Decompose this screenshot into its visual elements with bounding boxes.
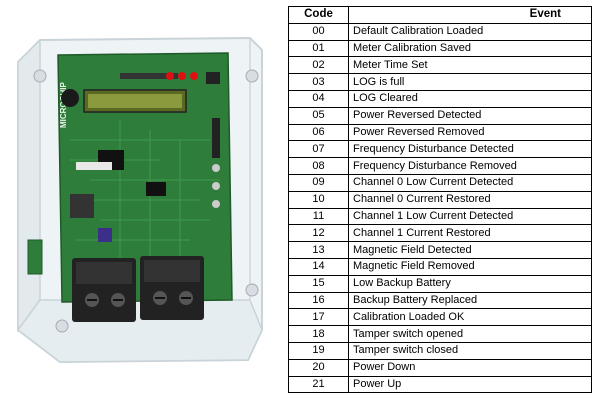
battery-icon [61,89,79,107]
event-description-cell: Tamper switch closed [348,341,592,360]
event-code-cell: 07 [288,140,349,159]
led-icon [178,72,186,80]
event-description-cell: Power Up [348,375,592,394]
event-code-cell: 18 [288,325,349,343]
event-code-cell: 12 [288,224,349,243]
event-code-cell: 14 [288,257,349,276]
event-description-cell: Frequency Disturbance Removed [348,157,592,175]
event-code-cell: 10 [288,190,349,209]
pin-header [212,118,220,158]
lcd-display [83,89,187,113]
event-description-cell: Magnetic Field Detected [348,241,592,259]
screw-icon [55,319,69,333]
label-sticker [76,162,112,170]
header-connector [120,73,178,79]
capacitor-icon [98,228,112,242]
tactile-button-icon [212,182,220,190]
energy-meter-photo: MICROCHIP [16,36,263,364]
event-description-cell: Low Backup Battery [348,274,592,293]
screw-icon [245,283,259,297]
event-description-cell: Power Reversed Removed [348,123,592,142]
event-code-cell: 15 [288,274,349,293]
event-description-cell: Frequency Disturbance Detected [348,140,592,159]
brand-label: MICROCHIP [59,82,68,128]
event-description-cell: Channel 0 Current Restored [348,190,592,209]
led-icon [190,72,198,80]
event-description-cell: Magnetic Field Removed [348,257,592,276]
event-code-cell: 21 [288,375,349,394]
event-code-cell: 11 [288,207,349,226]
chip-icon [146,182,166,196]
event-description-cell: Backup Battery Replaced [348,291,592,310]
event-description-cell: Calibration Loaded OK [348,308,592,327]
terminal-block-right [140,256,204,320]
event-code-cell: 09 [288,173,349,192]
screw-icon [33,69,47,83]
event-code-cell: 08 [288,157,349,175]
code-column-header: Code [288,6,349,24]
event-code-cell: 17 [288,308,349,327]
event-description-cell: Power Reversed Detected [348,106,592,125]
event-description-cell: Channel 1 Low Current Detected [348,207,592,226]
event-description-cell: Channel 0 Low Current Detected [348,173,592,192]
side-connector [27,239,43,275]
event-code-cell: 02 [288,56,349,75]
transformer-icon [70,194,94,218]
event-code-cell: 01 [288,39,349,58]
event-description-cell: Power Down [348,358,592,377]
event-code-cell: 06 [288,123,349,142]
event-description-cell: Channel 1 Current Restored [348,224,592,243]
event-code-cell: 13 [288,241,349,259]
event-code-cell: 04 [288,89,349,108]
event-code-cell: 00 [288,22,349,41]
event-description-cell: LOG Cleared [348,89,592,108]
tactile-button-icon [212,164,220,172]
screw-icon [245,69,259,83]
event-description-cell: Default Calibration Loaded [348,22,592,41]
event-column-header: Event [348,6,592,24]
event-description-cell: LOG is full [348,73,592,91]
tactile-button-icon [212,200,220,208]
event-code-cell: 19 [288,341,349,360]
event-code-cell: 16 [288,291,349,310]
event-description-cell: Meter Calibration Saved [348,39,592,58]
event-description-cell: Tamper switch opened [348,325,592,343]
event-code-cell: 03 [288,73,349,91]
terminal-block-left [72,258,136,322]
event-code-cell: 20 [288,358,349,377]
event-code-cell: 05 [288,106,349,125]
header-connector [206,72,220,84]
table-header-row: Code Event [288,6,592,24]
led-icon [166,72,174,80]
event-description-cell: Meter Time Set [348,56,592,75]
